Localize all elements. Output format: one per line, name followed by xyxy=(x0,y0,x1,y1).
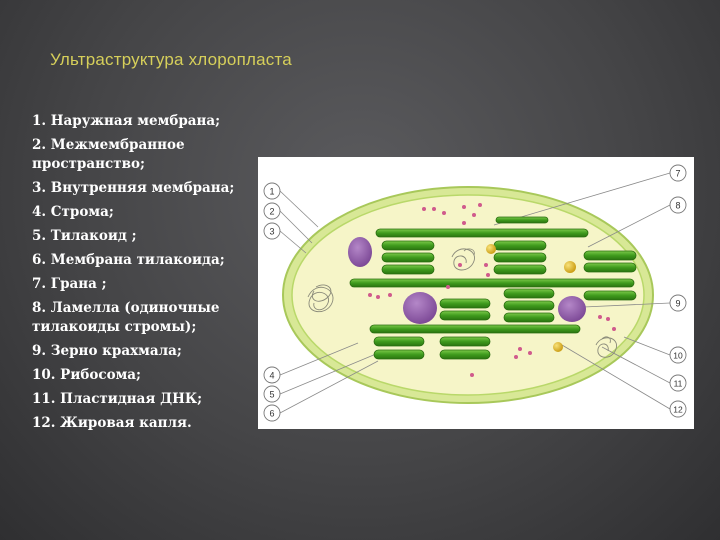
callout-label: 9 xyxy=(675,299,680,309)
callout-label: 7 xyxy=(675,169,680,179)
callout-label: 10 xyxy=(673,351,683,361)
granum-4 xyxy=(439,298,491,321)
callout-11: 11 xyxy=(669,374,687,392)
legend-item: 11. Пластидная ДНК; xyxy=(32,391,203,407)
callout-label: 12 xyxy=(673,405,683,415)
legend-item: 1. Наружная мембрана; xyxy=(32,113,221,129)
callouts-right: 7 8 9 10 11 12 xyxy=(669,164,687,418)
callout-5: 5 xyxy=(263,385,281,403)
callout-label: 3 xyxy=(269,227,274,237)
starch-grain xyxy=(348,237,372,267)
legend-item: 10. Рибосома; xyxy=(32,367,142,383)
legend-list: 1. Наружная мембрана; 2. Межмембранное п… xyxy=(32,112,260,438)
legend-item: 8. Ламелла (одиночные тилакоиды стромы); xyxy=(32,300,220,335)
callout-label: 11 xyxy=(674,379,683,389)
callout-7: 7 xyxy=(669,164,687,182)
legend-item: 7. Грана ; xyxy=(32,276,107,292)
granum-6 xyxy=(373,336,491,360)
callouts-left: 1 2 3 4 5 6 xyxy=(263,182,281,422)
granum-1 xyxy=(381,240,435,275)
slide-title: Ультраструктура хлоропласта xyxy=(50,50,292,69)
callout-12: 12 xyxy=(669,400,687,418)
callout-lines xyxy=(279,172,671,414)
callout-1: 1 xyxy=(263,182,281,200)
chloroplast-svg: 1 2 3 4 5 6 7 8 9 10 11 12 xyxy=(263,164,687,422)
callout-2: 2 xyxy=(263,202,281,220)
starch-grain xyxy=(558,296,586,322)
legend-item: 9. Зерно крахмала; xyxy=(32,343,182,359)
callout-10: 10 xyxy=(669,346,687,364)
granum-3 xyxy=(583,250,637,301)
ribosomes xyxy=(368,203,616,377)
legend-item: 2. Межмембранное пространство; xyxy=(32,137,185,172)
callout-label: 1 xyxy=(269,187,274,197)
callout-label: 8 xyxy=(675,201,680,211)
lipid-droplets xyxy=(486,244,576,352)
callout-6: 6 xyxy=(263,404,281,422)
legend-item: 3. Внутренняя мембрана; xyxy=(32,180,235,196)
legend-item: 12. Жировая капля. xyxy=(32,415,192,431)
callout-label: 2 xyxy=(269,207,274,217)
callout-4: 4 xyxy=(263,366,281,384)
callout-9: 9 xyxy=(669,294,687,312)
callout-label: 4 xyxy=(269,371,274,381)
legend-item: 6. Мембрана тилакоида; xyxy=(32,252,225,268)
legend-item: 4. Строма; xyxy=(32,204,114,220)
callout-label: 5 xyxy=(269,390,274,400)
legend-item: 5. Тилакоид ; xyxy=(32,228,137,244)
callout-3: 3 xyxy=(263,222,281,240)
callout-8: 8 xyxy=(669,196,687,214)
callout-label: 6 xyxy=(269,409,274,419)
granum-2 xyxy=(493,240,547,275)
plastid-dna xyxy=(307,248,617,358)
starch-grain xyxy=(403,292,437,324)
granum-5 xyxy=(503,288,555,323)
lamellae xyxy=(349,216,635,334)
chloroplast-diagram: 1 2 3 4 5 6 7 8 9 10 11 12 xyxy=(258,157,694,429)
